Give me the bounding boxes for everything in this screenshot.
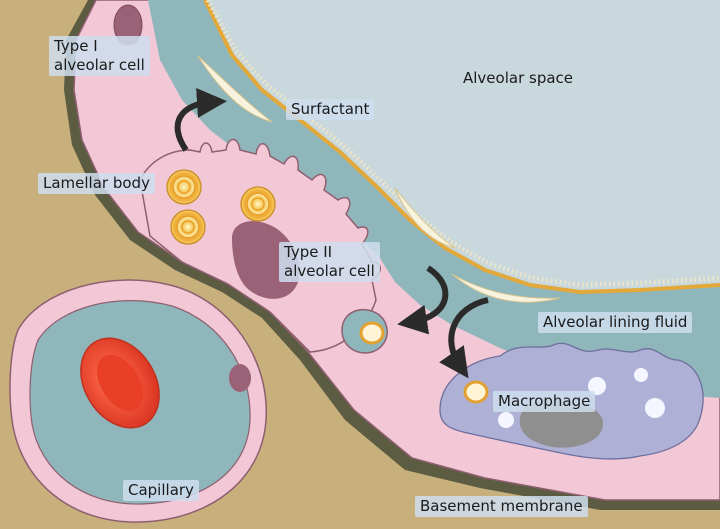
alveolar-space	[205, 0, 720, 292]
macrophage-vacuole	[634, 368, 648, 382]
label-basement-membrane: Basement membrane	[415, 496, 588, 517]
label-surfactant: Surfactant	[286, 99, 375, 120]
uptake-arrow	[439, 297, 489, 379]
label-capillary: Capillary	[123, 480, 199, 501]
recycling-arrow	[397, 265, 449, 335]
engulfed-lamellar-vesicle	[463, 380, 489, 404]
secretion-arrow	[174, 87, 227, 152]
lamellar-body	[170, 209, 206, 245]
red-blood-cell-center	[96, 354, 144, 412]
macrophage-vacuole	[645, 398, 665, 418]
surfactant-layer	[203, 0, 720, 295]
surfactant-flake	[394, 187, 456, 249]
surfactant-flake	[197, 55, 273, 123]
lamellar-body	[240, 186, 276, 222]
macrophage-vacuole	[588, 377, 606, 395]
label-type2-alveolar-cell: Type II alveolar cell	[279, 242, 380, 282]
label-macrophage: Macrophage	[493, 391, 596, 412]
capillary-nucleus	[229, 364, 251, 392]
label-alveolar-lining-fluid: Alveolar lining fluid	[538, 312, 693, 333]
lamellar-body	[166, 169, 202, 205]
surfactant-flake	[451, 273, 561, 303]
label-lamellar-body: Lamellar body	[38, 173, 155, 194]
label-alveolar-space: Alveolar space	[463, 69, 574, 87]
secreted-lamellar-vesicle	[359, 321, 385, 345]
macrophage-vacuole	[498, 412, 514, 428]
label-type1-alveolar-cell: Type I alveolar cell	[49, 36, 150, 76]
